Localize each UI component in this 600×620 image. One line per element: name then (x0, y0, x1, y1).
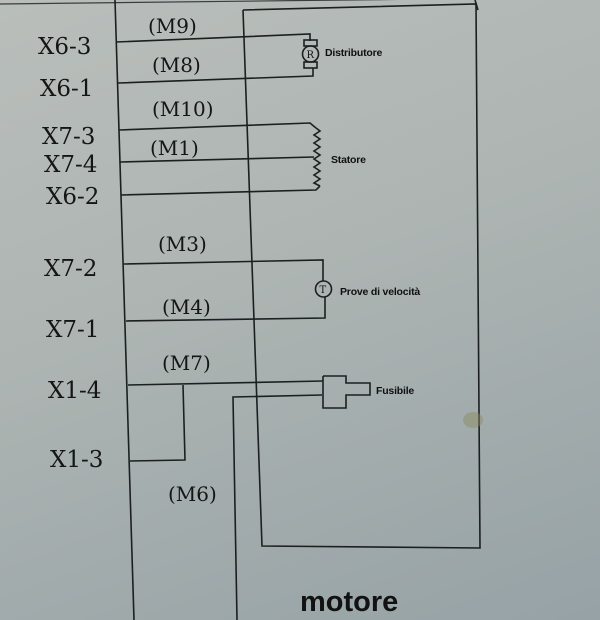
wire-M10 (118, 122, 317, 131)
tachometer-icon: T (314, 280, 333, 298)
coil-icon (312, 127, 322, 187)
svg-text:R: R (307, 50, 315, 61)
statore-label: Statore (331, 154, 366, 166)
fusibile-label: Fusibile (376, 385, 414, 397)
wire-label-M7: (M7) (162, 351, 211, 375)
fuse-icon (322, 375, 371, 409)
terminal-X7-2: X7-2 (44, 256, 97, 282)
terminal-X1-4: X1-4 (48, 378, 101, 404)
wire-M3 (123, 259, 324, 281)
terminal-X7-1: X7-1 (46, 317, 99, 343)
wire-M6 (232, 394, 323, 620)
terminal-X6-1: X6-1 (40, 76, 93, 102)
wire-M7 (127, 380, 324, 386)
paper-stain (463, 412, 483, 428)
wire-label-M8: (M8) (152, 53, 201, 77)
motor-enclosure (242, 3, 481, 549)
wire-label-M10: (M10) (152, 97, 214, 121)
motor-title: motore (300, 586, 398, 618)
wire-label-M9: (M9) (148, 14, 197, 38)
wire-M4 (125, 297, 326, 322)
terminal-X6-2: X6-2 (46, 184, 99, 210)
page-top-border (0, 0, 399, 5)
wire-label-M6: (M6) (168, 482, 217, 506)
prove-velocita-label: Prove di velocità (340, 286, 420, 298)
terminal-X6-3: X6-3 (38, 34, 91, 60)
wire-M8 (117, 68, 314, 84)
enclosure-right-top (474, 0, 479, 11)
left-bus-line (114, 0, 135, 620)
resolver-icon: R (301, 39, 320, 69)
distributore-label: Distributore (325, 47, 382, 59)
wire-M9 (115, 33, 311, 43)
wire-X6-2 (120, 185, 321, 196)
wire-label-M4: (M4) (162, 295, 211, 319)
svg-text:T: T (320, 285, 327, 296)
wire-label-M1: (M1) (150, 136, 199, 160)
wire-M1 (119, 156, 315, 163)
wire-X1-3 (129, 384, 186, 462)
terminal-X7-4: X7-4 (44, 152, 97, 178)
terminal-X7-3: X7-3 (42, 124, 95, 150)
terminal-X1-3: X1-3 (50, 447, 103, 473)
wire-label-M3: (M3) (158, 232, 207, 256)
